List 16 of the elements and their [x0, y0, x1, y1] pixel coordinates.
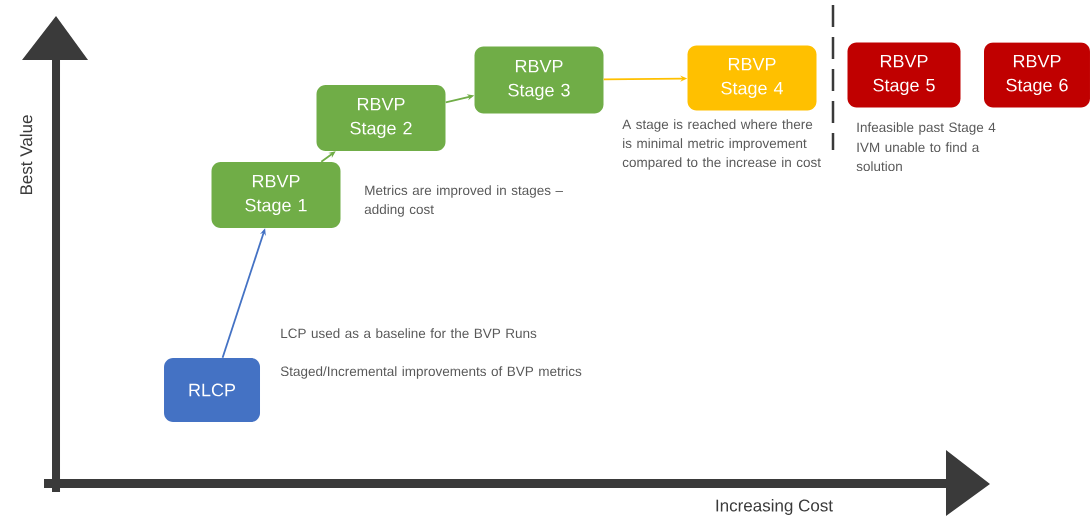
stage-box: RBVP Stage 6 [984, 42, 1090, 108]
note-text: Infeasible past Stage 4 [857, 122, 996, 135]
stage-box: RBVP Stage 1 [211, 162, 341, 228]
stage-box: RBVP Stage 4 [687, 45, 817, 111]
note-text: A stage is reached where there is minimal metric improvement compared to the increase in cost [622, 119, 821, 170]
arrow [320, 151, 336, 163]
note-text: LCP used as a baseline for the BVP Runs [281, 328, 537, 339]
stage-box: RBVP Stage 5 [847, 42, 961, 108]
note-text: Staged/Incremental improvements of BVP metrics [280, 366, 582, 379]
stage-box: RBVP Stage 2 [316, 85, 446, 151]
note-text: IVM unable to find a solution [856, 142, 980, 172]
stage-box: RBVP Stage 3 [474, 46, 604, 114]
axis-title: Best Value [19, 115, 33, 195]
stage-box: RLCP [164, 358, 260, 422]
axis-title: Increasing Cost [716, 499, 833, 515]
note-text: Metrics are improved in stages – adding cost [364, 185, 563, 217]
